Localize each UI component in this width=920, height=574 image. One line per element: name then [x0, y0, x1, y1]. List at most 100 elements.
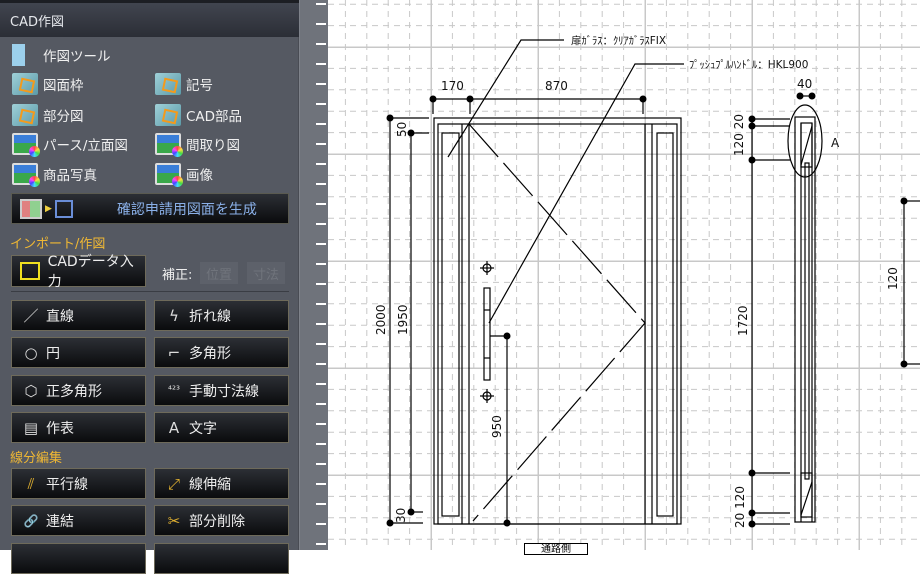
- dimension-dot: [639, 95, 647, 103]
- button-label: 円: [46, 345, 60, 362]
- photo-icon: [155, 163, 183, 187]
- ruler-tick: [316, 503, 326, 505]
- parallel-line-button[interactable]: ⫽平行線: [11, 468, 146, 499]
- table-icon: ▤: [23, 418, 39, 437]
- button-label: 手動寸法線: [189, 383, 259, 400]
- crosshair-icon: [480, 261, 494, 275]
- swing-line: [468, 123, 646, 522]
- dimension-button[interactable]: 寸法: [247, 262, 286, 284]
- compass-icon: [12, 44, 38, 66]
- ruler-tick: [316, 543, 326, 545]
- dim-870: 870: [545, 79, 568, 93]
- door-frame-inner: [437, 123, 678, 525]
- polyline-icon: ϟ: [169, 306, 179, 325]
- partial-delete-button[interactable]: ✂部分削除: [154, 505, 289, 536]
- line-button[interactable]: ／直線: [11, 300, 146, 331]
- polygon-button[interactable]: ⌐多角形: [154, 337, 289, 368]
- left-sidelite-glass: [441, 132, 460, 517]
- section-import-label: インポート/作図: [10, 237, 106, 252]
- dimension-dot: [407, 129, 415, 137]
- drawing-tool-item[interactable]: 作図ツール: [12, 43, 111, 67]
- item-floor-plan[interactable]: 間取り図: [155, 132, 240, 157]
- hexagon-icon: ⬡: [24, 381, 38, 400]
- cad-import-icon: [20, 262, 40, 280]
- item-product-photo[interactable]: 商品写真: [12, 162, 97, 187]
- ruler-tick: [316, 383, 326, 385]
- button-label: 多角形: [189, 345, 231, 362]
- ruler-tick: [316, 83, 326, 85]
- photo-icon: [12, 163, 40, 187]
- cad-panel: CAD作図 作図ツール 図面枠 記号 部分図 CAD部品 パース/立面図 間取り…: [0, 0, 299, 574]
- dimension-dot: [503, 519, 511, 527]
- dimension-dots: [386, 92, 908, 528]
- right-sidelite-glass: [656, 132, 674, 517]
- ruler-tick: [316, 263, 326, 265]
- item-label: CAD部品: [186, 109, 243, 125]
- more-button[interactable]: [154, 543, 289, 574]
- regular-polygon-button[interactable]: ⬡正多角形: [11, 375, 146, 406]
- photo-icon: [155, 133, 183, 157]
- dimension-dot: [748, 520, 756, 528]
- line-extend-button[interactable]: ⤢線伸縮: [154, 468, 289, 499]
- dim-120: 120: [886, 267, 900, 290]
- dim-1950: 1950: [396, 304, 410, 335]
- join-button[interactable]: 🔗 連結: [11, 505, 146, 536]
- ruler-tick: [316, 343, 326, 345]
- ruler-tick: [316, 283, 326, 285]
- item-partial-view[interactable]: 部分図: [12, 103, 84, 127]
- dimension-dot: [466, 95, 474, 103]
- door-section: [751, 95, 920, 525]
- vertical-ruler[interactable]: [299, 0, 328, 550]
- dimension-dot: [503, 332, 511, 340]
- dimension-dot: [386, 519, 394, 527]
- leader-glass-text: 扉ｶﾞﾗｽ：ｸﾘｱｶﾞﾗｽFIX: [571, 34, 666, 47]
- photo-icon: [12, 133, 40, 157]
- ruler-tick: [316, 323, 326, 325]
- ruler-tick: [316, 143, 326, 145]
- grid-icon: [54, 199, 73, 218]
- frame-icon: [155, 73, 181, 95]
- position-button[interactable]: 位置: [200, 262, 239, 284]
- leader-handle-text: ﾌﾟｯｼｭﾌﾟﾙﾊﾝﾄﾞﾙ：HKL900: [689, 59, 808, 71]
- table-button[interactable]: ▤作表: [11, 412, 146, 443]
- line-icon: ／: [23, 307, 39, 325]
- dimension-dot: [808, 92, 816, 100]
- manual-dimension-button[interactable]: ⁴²³ 手動寸法線: [154, 375, 289, 406]
- detail-ellipse: [787, 104, 823, 178]
- divider: [11, 291, 289, 292]
- item-image[interactable]: 画像: [155, 162, 213, 187]
- detail-mark: A: [831, 136, 840, 150]
- item-label: 部分図: [43, 109, 84, 125]
- generate-application-drawing-button[interactable]: ▶ 確認申請用図面を生成: [11, 193, 289, 224]
- cad-data-import-button[interactable]: CADデータ入力: [11, 254, 146, 290]
- item-cad-parts[interactable]: CAD部品: [155, 103, 242, 127]
- ruler-tick: [316, 43, 326, 45]
- ruler-tick: [316, 443, 326, 445]
- button-label: 連結: [46, 513, 74, 530]
- corridor-side-label: 通路側: [524, 543, 588, 555]
- link-icon: 🔗: [23, 513, 39, 528]
- dimension-icon: ⁴²³: [167, 385, 181, 396]
- item-drawing-frame[interactable]: 図面枠: [12, 72, 84, 96]
- dimension-dot: [900, 360, 908, 368]
- dimension-dot: [407, 508, 415, 516]
- dimension-dot: [748, 115, 756, 123]
- frame-icon: [155, 104, 181, 126]
- more-button[interactable]: [11, 543, 146, 574]
- item-label: 商品写真: [43, 168, 97, 184]
- panel-header: CAD作図: [0, 3, 299, 37]
- door-elevation: [389, 39, 684, 525]
- dim-bottom-side: 20 120: [733, 486, 747, 528]
- button-label: 部分削除: [189, 513, 245, 530]
- text-icon: A: [168, 418, 180, 437]
- item-perspective[interactable]: パース/立面図: [12, 132, 128, 157]
- button-label: 線伸縮: [189, 476, 231, 493]
- circle-icon: ○: [24, 343, 38, 362]
- circle-button[interactable]: ○円: [11, 337, 146, 368]
- frame-icon: [12, 104, 38, 126]
- item-symbol[interactable]: 記号: [155, 72, 213, 96]
- button-label: 平行線: [46, 476, 88, 493]
- ruler-tick: [316, 103, 326, 105]
